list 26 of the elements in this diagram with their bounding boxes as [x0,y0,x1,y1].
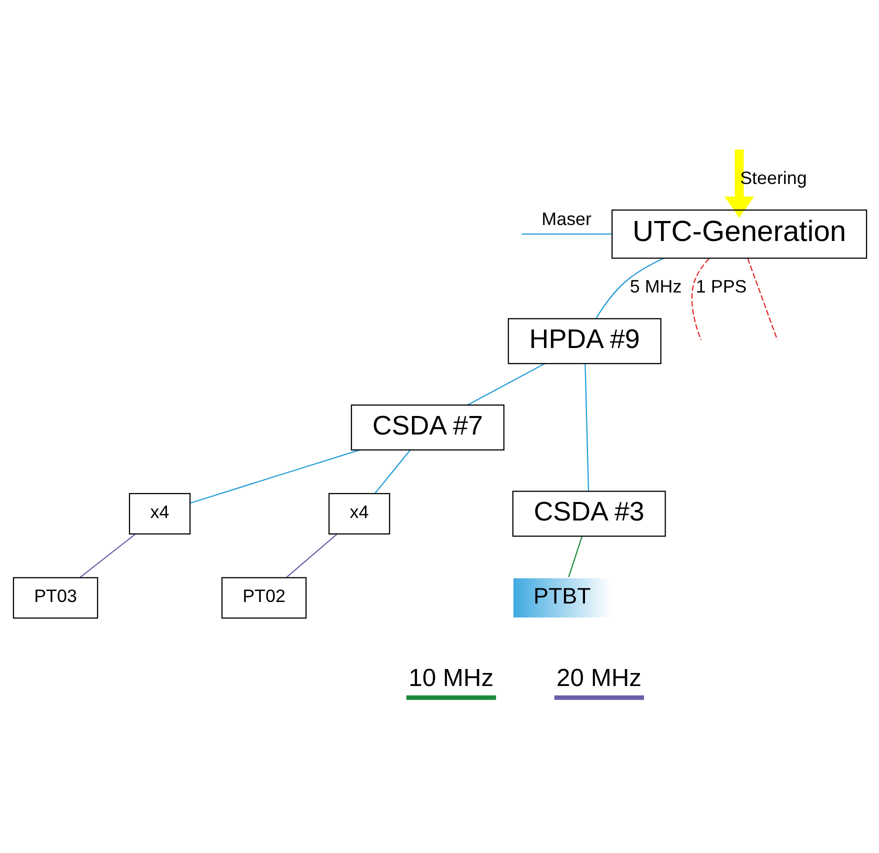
connector [189,449,360,504]
node-box: CSDA #3 [512,490,666,537]
edge-label: 5 MHz [629,276,682,297]
node-box: x4 [128,493,190,535]
node-box: PT02 [220,577,306,619]
connector [584,364,589,492]
connector [520,234,612,235]
connector [286,534,337,578]
edge-label: 1 PPS [695,276,746,297]
connector [595,258,664,319]
edge-label: Maser [541,208,591,229]
connector [568,536,582,578]
node-box: PT03 [12,577,98,619]
legend-label: 20 MHz [556,664,642,692]
connector [690,258,709,340]
node-box: PTBT [512,577,612,619]
node-box: CSDA #7 [350,404,504,450]
connector [79,534,135,578]
connector [374,450,410,494]
node-box: UTC-Generation [611,209,867,259]
arrow [724,150,754,218]
legend-label: 10 MHz [408,664,494,692]
node-box: x4 [328,493,390,535]
connector [746,258,778,340]
connector [466,363,544,406]
node-box: HPDA #9 [507,318,661,364]
